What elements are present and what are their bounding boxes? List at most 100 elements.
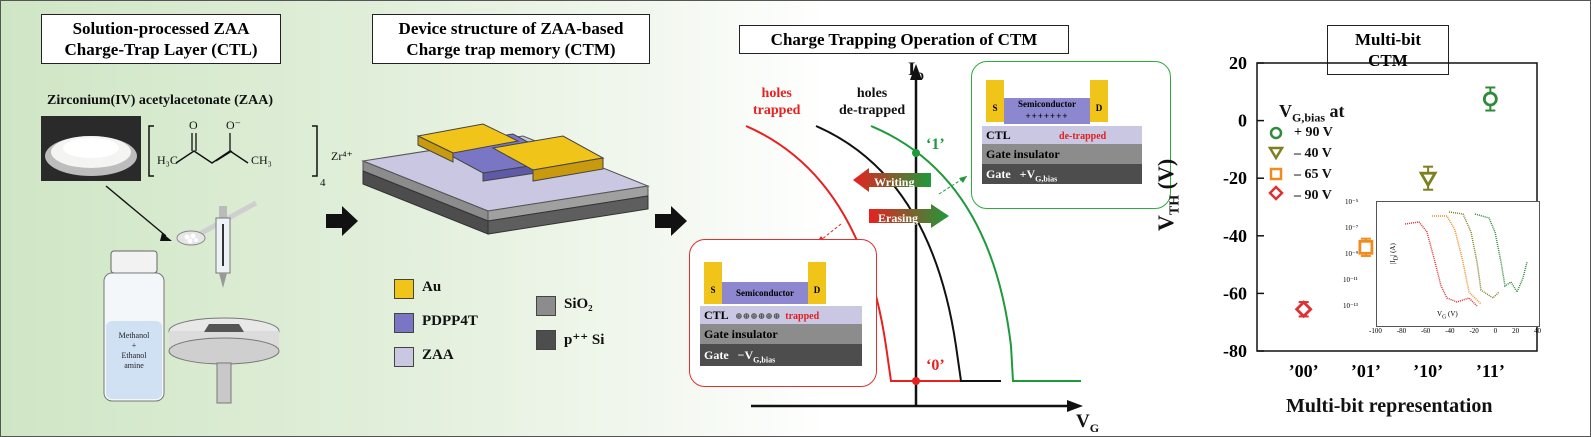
legend-title-main: V (1279, 101, 1292, 121)
y-tick-label: 0 (1238, 111, 1247, 131)
data-point (1294, 300, 1313, 319)
inset-xtick-2: -60 (1420, 327, 1431, 335)
data-point (1482, 91, 1498, 107)
device-3d-illustration (361, 123, 650, 235)
arrow-panel2-to-3 (655, 206, 687, 236)
holes-trapped-l2: trapped (753, 103, 801, 118)
x-ticks: ’00’’01’’10’’11’ (1289, 361, 1505, 381)
inset-bot-gate: Gate −VG,bias (700, 344, 862, 366)
inset-xtick-6: 20 (1512, 327, 1520, 335)
panel1-title: Solution-processed ZAA Charge-Trap Layer… (41, 14, 281, 64)
chart-ylabel-main: V (1153, 215, 1178, 231)
legend-swatch-sio2 (536, 296, 556, 316)
inset-ytick-4: 10⁻¹³ (1343, 302, 1358, 310)
inset-curves (1404, 211, 1528, 307)
erasing-label: Erasing (878, 211, 919, 225)
inset-xtick-0: -100 (1369, 327, 1382, 335)
legend-label-zaa: ZAA (422, 347, 454, 363)
legend-label-pdpp4t: PDPP4T (422, 313, 478, 329)
y-tick-label: -20 (1223, 168, 1247, 188)
chart-legend-markers (1267, 126, 1285, 201)
inset-bot-gate-bias: −V (737, 348, 754, 362)
legend-marker-p90 (1269, 126, 1283, 140)
chart-legend-title: VG,bias at (1279, 101, 1345, 126)
axis-x-main: V (1076, 411, 1090, 432)
vial-text-2: + (131, 341, 137, 350)
inset-xtick-4: -20 (1469, 327, 1479, 335)
writing-label: Writing (874, 175, 915, 189)
inset-xlabel-suffix: (V) (1446, 310, 1458, 318)
vial-text: Methanol + Ethanol amine (105, 331, 163, 371)
multibit-chart: 200-20-40-60-80 ’00’’01’’10’’11’ (1223, 53, 1538, 381)
inset-top-gate-bias-sub: G,bias (1035, 174, 1058, 184)
legend-swatch-pdpp4t (394, 313, 414, 333)
y-tick-label: -60 (1223, 283, 1247, 303)
inset-top-gate-label: Gate (986, 167, 1011, 181)
inset-top-s: S (986, 80, 1004, 122)
chart-ylabel-sub: TH (1167, 194, 1183, 216)
inset-bot-ctl: CTL ⊕⊕⊕⊕⊕⊕ trapped (700, 306, 862, 324)
inset-xlabel-main: V (1437, 310, 1443, 318)
inset-top-semiconductor: Semiconductor +++++++ (1004, 98, 1090, 124)
inset-top-ctl-label: CTL (986, 128, 1011, 142)
inset-top-ctl: CTL de-trapped (982, 126, 1142, 144)
legend-marker-m40 (1267, 146, 1285, 161)
legend-swatch-zaa (394, 347, 414, 367)
inset-ylabel-sub: D (1393, 256, 1400, 261)
panel3-title: Charge Trapping Operation of CTM (739, 25, 1069, 54)
inset-xtick-7: 40 (1533, 327, 1541, 335)
inset-ytick-3: 10⁻¹¹ (1343, 276, 1358, 284)
holes-detrapped-l1: holes (856, 86, 888, 101)
legend-swatch-au (394, 279, 414, 299)
axis-x-sub: G (1089, 420, 1100, 435)
inset-top-gate: Gate +VG,bias (982, 164, 1142, 184)
solvent-vial (103, 250, 165, 402)
inset-xlabel-sub: G (1442, 314, 1447, 321)
legend-title-suffix: at (1325, 101, 1345, 121)
chart-ylabel: VTH (V) (1153, 159, 1183, 231)
x-tick-label: ’01’ (1351, 361, 1381, 381)
inset-bot-state: trapped (785, 311, 820, 322)
legend-title-sub: G,bias (1292, 110, 1326, 125)
panel1-title-line2: Charge-Trap Layer (CTL) (64, 40, 258, 59)
axis-y-label: ID (908, 59, 924, 84)
legend-swatch-psi (536, 330, 556, 350)
x-tick-label: ’00’ (1289, 361, 1319, 381)
chemical-name: Zirconium(IV) acetylacetonate (ZAA) (47, 93, 274, 108)
axis-y-main: I (908, 59, 916, 80)
inset-top-gate-bias: +V (1019, 167, 1036, 181)
arrow-panel1-to-2 (326, 206, 358, 236)
legend-label-m40: – 40 V (1294, 146, 1332, 161)
holes-trapped-l1: holes (761, 86, 792, 101)
y-tick-label: -40 (1223, 226, 1247, 246)
inset-bot-gate-insulator: Gate insulator (700, 324, 862, 344)
inset-bot-gate-label: Gate (704, 348, 729, 362)
spin-coater (168, 206, 280, 404)
legend-label-m65: – 65 V (1294, 167, 1332, 182)
inset-xtick-3: -40 (1445, 327, 1455, 335)
inset-xlabel: VG (V) (1437, 310, 1458, 320)
axis-x-label: VG (1076, 411, 1099, 436)
x-tick-label: ’11’ (1476, 361, 1505, 381)
inset-xtick-1: -80 (1396, 327, 1407, 335)
vial-text-3: Ethanol (121, 351, 147, 360)
formula-zr: Zr⁴⁺ (331, 149, 353, 163)
y-tick-label: -80 (1223, 341, 1247, 361)
formula-o: O (189, 118, 198, 132)
inset-top-d: D (1090, 80, 1108, 122)
inset-bot-d: D (808, 262, 826, 304)
formula-ch3: CH₃ (251, 153, 272, 167)
data-point (1418, 171, 1438, 188)
inset-top-semi-label: Semiconductor (1018, 99, 1076, 109)
inset-bot-semiconductor: Semiconductor (722, 282, 808, 304)
legend-marker-m90 (1268, 185, 1284, 201)
legend-label-p90: + 90 V (1294, 125, 1333, 140)
inset-ytick-1: 10⁻⁷ (1345, 224, 1359, 232)
vial-text-4: amine (124, 361, 144, 370)
panel2-title: Device structure of ZAA-based Charge tra… (372, 14, 650, 64)
legend-marker-m65 (1269, 167, 1283, 181)
y-tick-label: 20 (1229, 53, 1247, 73)
acac-structure (148, 125, 318, 177)
holes-trapped-label: holes trapped (753, 85, 800, 119)
